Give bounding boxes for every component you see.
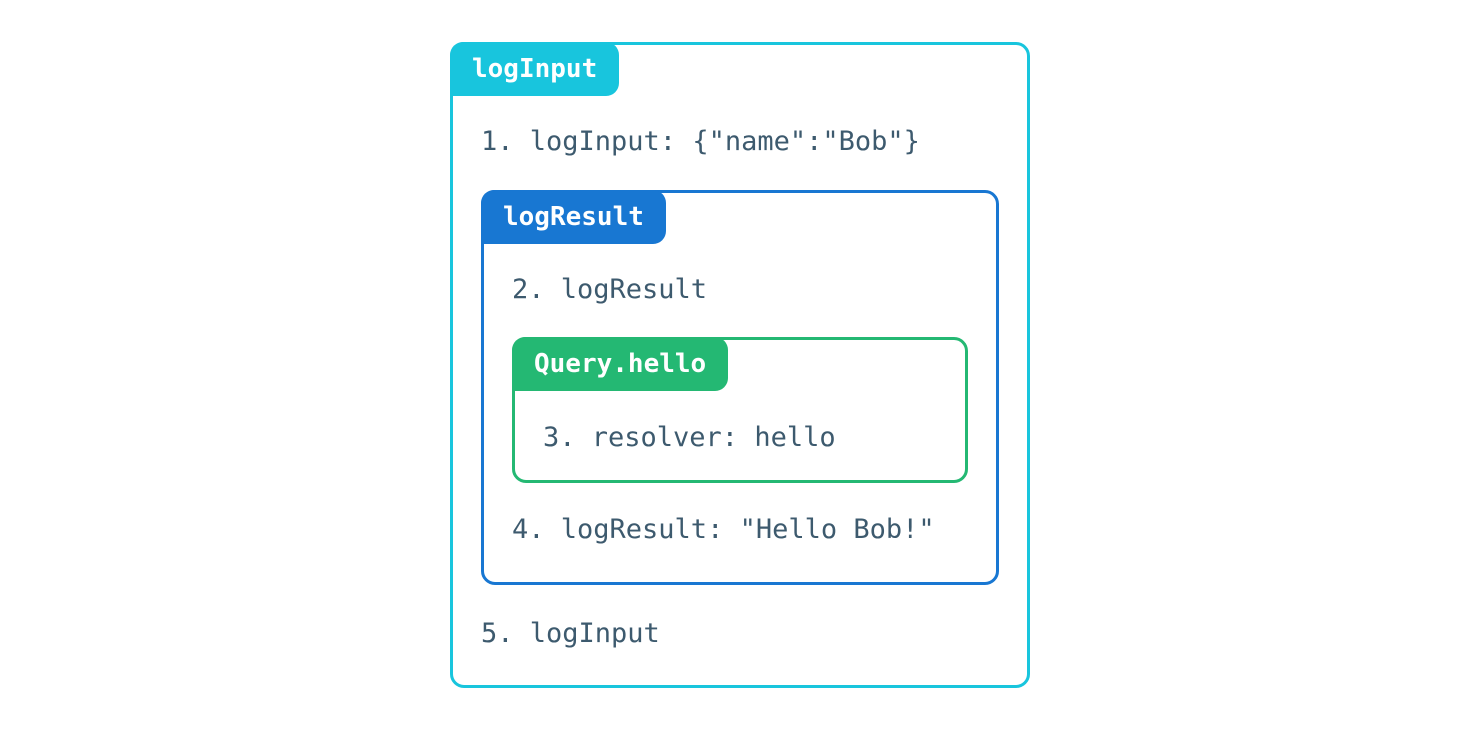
query-hello-tab-label: Query.hello xyxy=(512,337,729,391)
step-4-logresult-after: 4. logResult: "Hello Bob!" xyxy=(512,514,935,545)
step-1-loginput-before: 1. logInput: {"name":"Bob"} xyxy=(481,126,920,157)
loginput-box: logInput 1. logInput: {"name":"Bob"} log… xyxy=(450,42,1030,688)
step-5-loginput-after: 5. logInput xyxy=(481,618,660,649)
step-2-logresult-before: 2. logResult xyxy=(512,274,708,305)
logresult-tab-label: logResult xyxy=(481,190,666,244)
logresult-box: logResult 2. logResult Query.hello 3. re… xyxy=(481,190,999,585)
loginput-tab-label: logInput xyxy=(450,42,620,96)
query-hello-box: Query.hello 3. resolver: hello xyxy=(512,337,968,483)
step-3-resolver: 3. resolver: hello xyxy=(543,422,836,453)
